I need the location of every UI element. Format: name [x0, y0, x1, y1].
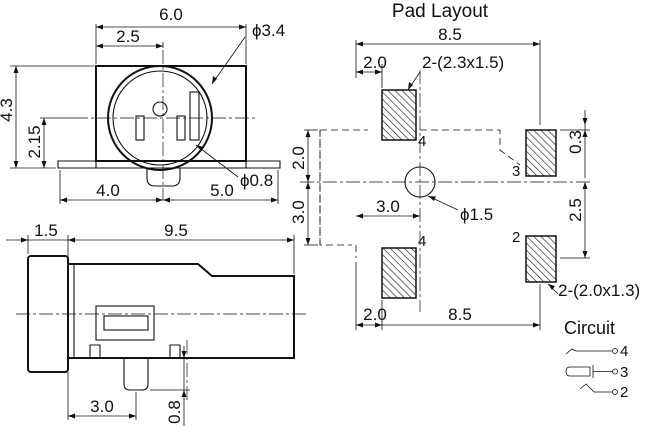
dim-right-spacing: 2.5	[566, 198, 585, 222]
label-pads-large: 2-(2.3x1.5)	[422, 53, 504, 72]
top-view-flange	[57, 160, 281, 169]
label-pads-small: 2-(2.0x1.3)	[558, 281, 640, 300]
dim-flange: 1.5	[34, 221, 58, 240]
dim-pin-diameter: ϕ0.8	[240, 171, 273, 190]
pad-layout-title: Pad Layout	[392, 1, 489, 22]
pin-label-3: 3	[512, 163, 520, 180]
pad-4-top	[381, 89, 417, 141]
top-view: 6.0 2.5 ϕ3.4 4.3 2.15 4.0 5.0 ϕ0.8	[0, 5, 285, 204]
circuit-plug-3	[565, 366, 591, 377]
dim-right-offset: 0.3	[566, 130, 585, 154]
dim-width: 6.0	[159, 5, 183, 24]
dim-pin-offset: 3.0	[90, 397, 114, 416]
pad-layout: Pad Layout 8.5 2.0 2-(2.3x1.5) 4 3 4 2	[289, 1, 640, 330]
dim-center-offset: 3.0	[376, 197, 400, 216]
dim-hole: ϕ1.5	[460, 205, 493, 224]
pin-label-4-top: 4	[418, 133, 426, 150]
dim-lower-height: 3.0	[289, 200, 308, 224]
dim-total-width: 8.5	[438, 25, 462, 44]
dim-right: 5.0	[210, 181, 234, 200]
pin-label-2: 2	[512, 229, 520, 246]
side-view-bottom-pin	[123, 358, 149, 391]
pad-3	[525, 129, 557, 177]
center-pin	[152, 101, 168, 117]
pad-4-bottom	[381, 247, 417, 299]
contact-spring	[189, 91, 200, 141]
side-view-window	[95, 305, 155, 341]
circuit-pin-2: 2	[620, 384, 628, 401]
circuit-contact-2	[579, 383, 612, 393]
center-hole	[404, 166, 436, 198]
dim-height-total: 4.3	[0, 98, 16, 122]
pad-2	[525, 235, 557, 283]
circuit-pin-4: 4	[620, 343, 628, 360]
dim-outer-diameter: ϕ3.4	[252, 21, 285, 40]
circuit: Circuit 4 3 2	[564, 318, 628, 401]
pin-label-4-bottom: 4	[418, 233, 426, 250]
circuit-pin-3: 3	[620, 364, 628, 381]
circuit-title: Circuit	[564, 318, 615, 338]
dim-length: 9.5	[164, 221, 188, 240]
top-view-bottom-pin	[146, 168, 181, 187]
dim-center: 2.5	[116, 27, 140, 46]
top-view-body	[95, 65, 247, 162]
dim-bottom-left: 2.0	[363, 305, 387, 324]
side-view: 1.5 9.5 3.0 0.8	[6, 221, 306, 426]
dim-left: 4.0	[96, 181, 120, 200]
dim-pin-height: 0.8	[165, 400, 184, 424]
circuit-contact-4	[565, 348, 612, 355]
dim-upper-height: 2.0	[289, 146, 308, 170]
contact-right	[176, 115, 186, 141]
dim-pad-left: 2.0	[363, 53, 387, 72]
side-view-body	[68, 263, 295, 359]
contact-left	[135, 115, 145, 141]
dim-height-center: 2.15	[25, 125, 44, 158]
dim-bottom-width: 8.5	[448, 305, 472, 324]
